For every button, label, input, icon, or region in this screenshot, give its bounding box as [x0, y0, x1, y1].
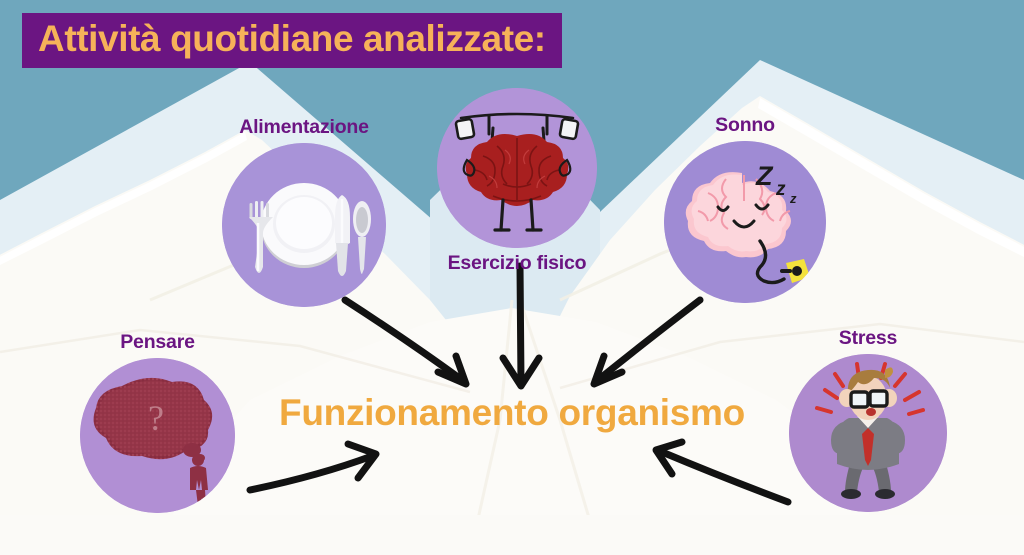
node-label-pensare: Pensare	[120, 331, 195, 353]
mouth	[866, 408, 876, 416]
node-sonno[interactable]: Sonno	[664, 114, 826, 303]
brain-lifting-barbell-icon	[437, 88, 597, 248]
plug-socket-icon	[780, 259, 810, 283]
arms	[831, 420, 905, 454]
svg-text:z: z	[789, 191, 797, 206]
arrow-pensare-to-center	[246, 440, 380, 494]
sweat-drop-icon	[462, 158, 572, 177]
mountain-right-edge	[758, 98, 1024, 257]
question-mark-icon: ?	[148, 398, 164, 438]
svg-text:z: z	[775, 179, 786, 200]
stress-lines-icon	[815, 362, 925, 416]
brain-shape	[685, 172, 791, 258]
node-label-sonno: Sonno	[715, 114, 775, 136]
node-label-alimentazione: Alimentazione	[239, 116, 369, 138]
thought-bubble-question-icon: ?	[80, 358, 235, 513]
mountain-center-front	[160, 308, 880, 555]
arrow-esercizio-to-center	[499, 262, 543, 390]
thought-cloud	[93, 377, 213, 460]
paper-fiber-3	[468, 299, 514, 555]
node-alimentazione[interactable]: Alimentazione	[222, 116, 386, 307]
smile-icon	[732, 219, 756, 229]
fork-icon	[249, 201, 273, 273]
node-label-stress: Stress	[838, 327, 898, 349]
node-pensare[interactable]: Pensare	[80, 331, 235, 513]
knife-icon	[335, 195, 350, 276]
title-banner: Attività quotidiane analizzate:	[22, 13, 562, 68]
arrow-sonno-to-center	[590, 296, 704, 388]
hair	[847, 369, 890, 394]
person-figure-icon	[190, 454, 208, 506]
sleeping-brain-icon: Z z z	[664, 141, 826, 303]
closed-eyes-icon	[716, 203, 770, 212]
node-label-esercizio-fisico: Esercizio fisico	[447, 252, 587, 274]
power-cord-icon	[755, 239, 786, 285]
node-esercizio-fisico[interactable]: Esercizio fisico	[437, 88, 597, 274]
paper-fiber-6	[559, 322, 1024, 390]
mountain-left-edge	[0, 132, 247, 265]
place-setting-icon	[222, 143, 386, 307]
node-stress[interactable]: Stress	[789, 327, 947, 512]
arrow-stress-to-center	[652, 438, 792, 506]
arrow-alimentazione-to-center	[341, 296, 470, 388]
svg-text:Z: Z	[755, 161, 774, 191]
spoon-icon	[353, 201, 371, 274]
glasses-icon	[849, 389, 889, 409]
necktie	[862, 428, 874, 466]
page-title: Attività quotidiane analizzate:	[38, 18, 546, 59]
stressed-man-icon	[789, 354, 947, 512]
zzz-icon: Z z z	[755, 161, 797, 206]
brain-shape	[465, 134, 569, 206]
paper-fiber-4	[518, 299, 602, 555]
ground-base	[0, 515, 1024, 555]
paper-fiber-5	[0, 328, 471, 394]
